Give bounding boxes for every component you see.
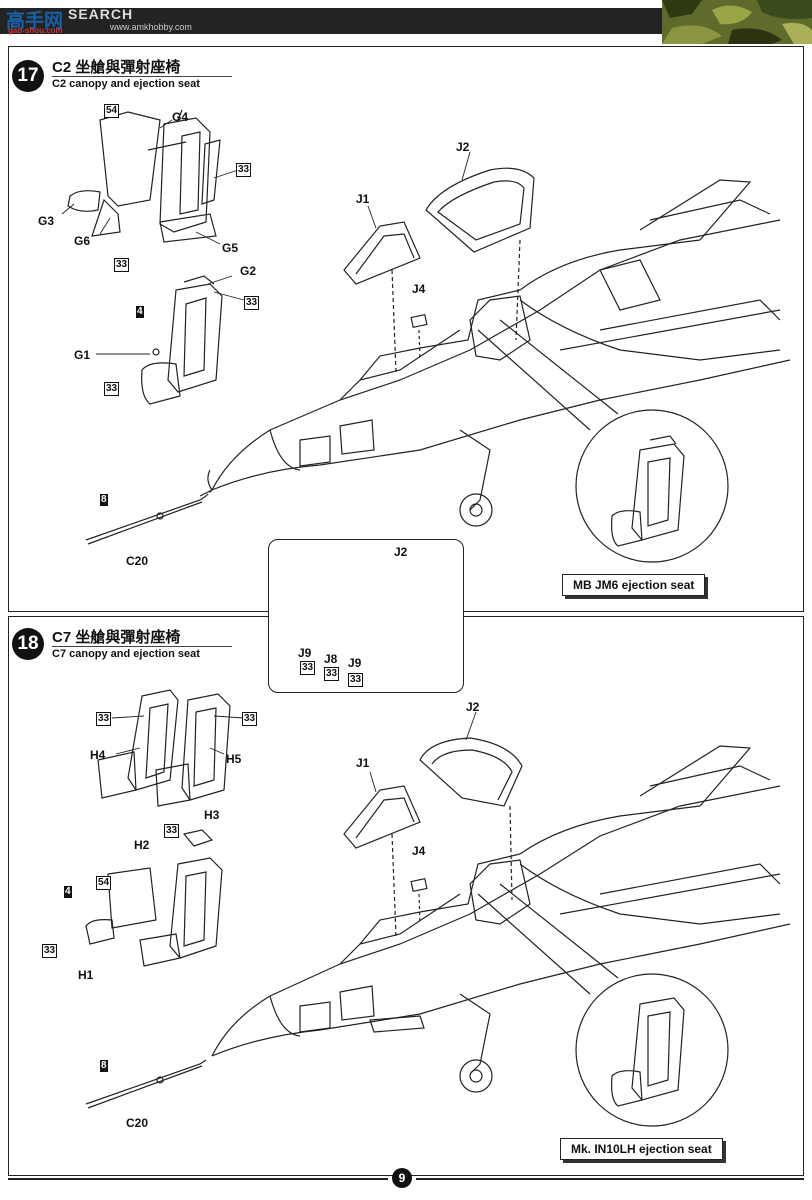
color-code-33: 33 bbox=[236, 163, 252, 177]
h3-part bbox=[182, 829, 214, 847]
part-label-j2: J2 bbox=[466, 700, 480, 714]
seat-detail-circle-18 bbox=[575, 973, 729, 1127]
color-code-4: 4 bbox=[64, 886, 72, 898]
color-code-33: 33 bbox=[348, 673, 364, 687]
inset-label-j8: J8 bbox=[324, 652, 338, 666]
footer-rule-right bbox=[416, 1178, 804, 1180]
color-code-54: 54 bbox=[104, 104, 120, 118]
g1-seat-assembled bbox=[141, 275, 223, 405]
color-code-4: 4 bbox=[136, 306, 144, 318]
color-code-33: 33 bbox=[164, 824, 180, 838]
step-17-title: C2 坐艙與彈射座椅 bbox=[52, 59, 181, 76]
part-label-j4: J4 bbox=[412, 844, 426, 858]
part-label-j1: J1 bbox=[356, 756, 370, 770]
color-code-33: 33 bbox=[114, 258, 130, 272]
color-code-54: 54 bbox=[96, 876, 112, 890]
page-number: 9 bbox=[392, 1168, 412, 1188]
step-18-title-rule bbox=[52, 646, 232, 647]
callout-mk-in10lh: Mk. IN10LH ejection seat bbox=[560, 1138, 723, 1160]
part-label-j4: J4 bbox=[412, 282, 426, 296]
color-code-33: 33 bbox=[42, 944, 58, 958]
part-label-h5: H5 bbox=[226, 752, 242, 766]
part-label-g2: G2 bbox=[240, 264, 257, 278]
callout-mb-jm6: MB JM6 ejection seat bbox=[562, 574, 706, 596]
step-18-subtitle: C7 canopy and ejection seat bbox=[52, 648, 200, 660]
site-logo[interactable]: 高手网 gao-shou.com bbox=[6, 11, 64, 35]
color-code-8: 8 bbox=[100, 494, 108, 506]
color-code-33: 33 bbox=[104, 382, 120, 396]
inset-label-j9: J9 bbox=[298, 646, 312, 660]
step-18-title: C7 坐艙與彈射座椅 bbox=[52, 629, 181, 646]
j1-windscreen-17 bbox=[343, 221, 421, 373]
canopy-detail-inset bbox=[268, 539, 464, 693]
part-label-j1: J1 bbox=[356, 192, 370, 206]
step-17-title-rule bbox=[52, 76, 232, 77]
step-18-number: 18 bbox=[12, 628, 44, 660]
inset-label-j9: J9 bbox=[348, 656, 362, 670]
brand-text: SEARCH bbox=[68, 6, 134, 22]
inset-label-j2: J2 bbox=[394, 545, 408, 559]
color-code-33: 33 bbox=[96, 712, 112, 726]
color-code-33: 33 bbox=[324, 667, 340, 681]
step-17-number: 17 bbox=[12, 60, 44, 92]
j2-canopy-17 bbox=[425, 167, 535, 341]
part-label-c20: C20 bbox=[126, 554, 149, 568]
c20-probe-17 bbox=[85, 489, 213, 545]
color-code-33: 33 bbox=[300, 661, 316, 675]
part-label-c20: C20 bbox=[126, 1116, 149, 1130]
part-label-j2: J2 bbox=[456, 140, 470, 154]
part-label-h2: H2 bbox=[134, 838, 150, 852]
seat-detail-17 bbox=[611, 435, 685, 547]
part-label-g5: G5 bbox=[222, 241, 239, 255]
j2-canopy-18 bbox=[419, 737, 523, 901]
part-label-g3: G3 bbox=[38, 214, 55, 228]
header-bar: 高手网 gao-shou.com SEARCH www.amkhobby.com bbox=[0, 0, 812, 44]
part-label-h4: H4 bbox=[90, 748, 106, 762]
part-label-g6: G6 bbox=[74, 234, 91, 248]
seat-detail-circle-17 bbox=[575, 409, 729, 563]
color-code-33: 33 bbox=[242, 712, 258, 726]
h2-seat-assembled bbox=[85, 857, 223, 967]
part-label-g4: G4 bbox=[172, 110, 189, 124]
camouflage-pattern bbox=[662, 0, 812, 44]
c20-probe-18 bbox=[85, 1059, 207, 1109]
part-label-g1: G1 bbox=[74, 348, 91, 362]
g-seat-exploded bbox=[67, 109, 221, 243]
color-code-33: 33 bbox=[244, 296, 260, 310]
h-seats-exploded bbox=[97, 689, 231, 807]
part-label-h3: H3 bbox=[204, 808, 220, 822]
seat-detail-18 bbox=[611, 997, 685, 1107]
aircraft-nose-18 bbox=[211, 745, 791, 1093]
site-url[interactable]: www.amkhobby.com bbox=[110, 22, 192, 32]
step-17-subtitle: C2 canopy and ejection seat bbox=[52, 78, 200, 90]
aircraft-nose-17 bbox=[199, 179, 791, 527]
j1-windscreen-18 bbox=[343, 785, 421, 937]
footer-rule-left bbox=[8, 1178, 388, 1180]
color-code-8: 8 bbox=[100, 1060, 108, 1072]
part-label-h1: H1 bbox=[78, 968, 94, 982]
